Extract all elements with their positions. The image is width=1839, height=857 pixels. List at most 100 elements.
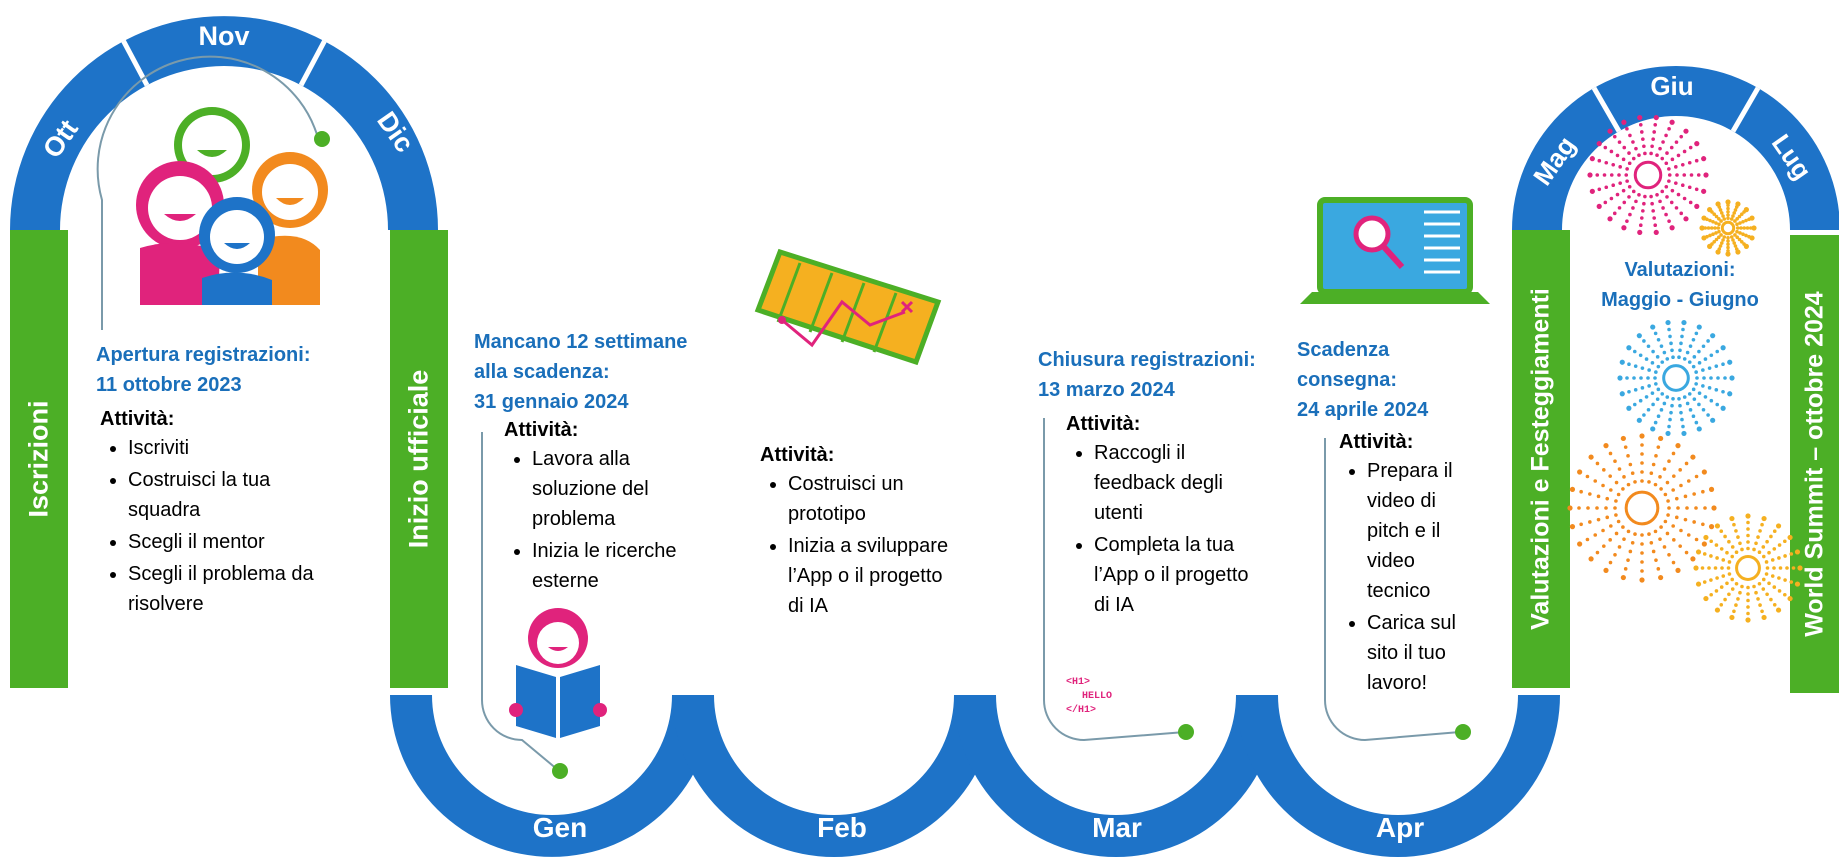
firework-dot (1589, 156, 1595, 162)
firework-dot (1740, 547, 1744, 552)
firework-dot (1671, 355, 1675, 360)
firework-dot (1731, 238, 1735, 242)
firework-dot (1709, 353, 1714, 358)
firework-dot (1647, 384, 1651, 388)
firework-dot (1653, 122, 1658, 127)
firework-dot (1692, 397, 1697, 401)
list-item: Costruisci un prototipo (788, 469, 958, 529)
stage-submission-deadline: Scadenza consegna: 24 aprile 2024 Attivi… (1297, 335, 1497, 700)
firework-dot (1734, 529, 1738, 533)
firework-dot (1695, 376, 1699, 380)
firework-dot (1667, 506, 1671, 510)
firework-dot (1620, 435, 1626, 442)
firework-dot (1642, 339, 1646, 343)
firework-dot (1679, 410, 1683, 415)
firework-dot (1603, 200, 1608, 205)
firework-dot (1678, 544, 1682, 548)
firework-dot (1679, 134, 1684, 139)
firework-dot (1639, 376, 1643, 380)
firework-dot (1687, 185, 1692, 190)
firework-dot (1701, 188, 1707, 194)
firework-dot (1745, 617, 1751, 623)
firework-dot (1772, 547, 1777, 551)
firework-dot (1627, 161, 1632, 166)
firework-dot (1577, 469, 1583, 475)
firework-dot (1658, 146, 1662, 151)
firework-dot (1727, 539, 1731, 544)
firework-dot (1726, 566, 1731, 570)
firework-dot (1687, 360, 1692, 364)
firework-dot (1760, 522, 1764, 527)
firework-dot (1605, 515, 1610, 520)
firework-dot (1691, 387, 1696, 392)
firework-dot (1667, 173, 1672, 177)
firework-dot (1637, 153, 1641, 158)
firework-dot (1685, 350, 1690, 355)
firework-dot (1671, 488, 1675, 492)
firework-dot (1720, 405, 1726, 411)
firework-dot (1764, 572, 1769, 576)
firework-dot (1729, 217, 1734, 221)
firework-dot (1626, 558, 1630, 562)
fireworks-icon (1567, 114, 1803, 623)
month-label-mar: Mar (1092, 812, 1142, 843)
firework-dot (1621, 225, 1627, 231)
firework-dot (1661, 206, 1665, 210)
firework-dot (1772, 603, 1777, 607)
firework-dot (1688, 344, 1693, 348)
firework-dot (1682, 173, 1687, 177)
firework-dot (1626, 482, 1631, 487)
firework-dot (1770, 558, 1775, 562)
firework-dot (1729, 235, 1734, 239)
firework-dot (1721, 214, 1725, 218)
firework-dot (1613, 506, 1617, 510)
firework-dot (1688, 408, 1693, 412)
firework-dot (1608, 451, 1613, 456)
firework-dot (1618, 181, 1622, 185)
code-line-1: <H1> (1066, 677, 1090, 688)
firework-dot (1667, 424, 1671, 429)
firework-dot (1757, 581, 1762, 586)
firework-dot (1730, 587, 1735, 591)
firework-dot (1690, 454, 1696, 460)
firework-dot (1669, 119, 1675, 125)
firework-dot (1708, 524, 1715, 530)
firework-dot (1761, 545, 1766, 549)
firework-dot (1683, 517, 1688, 522)
firework-dot (1775, 607, 1782, 613)
firework-dot (1649, 194, 1653, 199)
firework-dot (1667, 127, 1671, 131)
firework-dot (1745, 513, 1751, 519)
firework-dot (1651, 549, 1656, 554)
connector-lines (96, 55, 1461, 771)
firework-dot (1656, 445, 1661, 449)
firework-dot (1671, 396, 1675, 401)
firework-dot (1726, 239, 1730, 243)
firework-dot (1726, 245, 1730, 250)
firework-dot (1754, 590, 1758, 595)
activities-title: Attività: (100, 408, 175, 430)
list-item: Inizia a sviluppare l’App o il progetto … (788, 531, 958, 621)
firework-dot (1609, 196, 1614, 201)
firework-dot (1694, 141, 1700, 147)
firework-dot (1707, 366, 1712, 370)
firework-dot (1707, 243, 1713, 249)
firework-dot (1567, 505, 1573, 511)
firework-dot (1794, 549, 1801, 555)
firework-dot (1659, 525, 1663, 529)
firework-dot (1667, 459, 1671, 464)
firework-dot (1701, 541, 1707, 547)
firework-dot (1745, 226, 1750, 230)
firework-dot (1658, 574, 1664, 581)
firework-dot (1680, 162, 1685, 167)
firework-dot (1702, 552, 1707, 556)
month-label-apr: Apr (1375, 812, 1425, 843)
firework-dot (1656, 414, 1661, 419)
firework-dot (1714, 214, 1719, 219)
firework-dot (1608, 538, 1612, 542)
firework-dot (1716, 226, 1721, 230)
firework-dot (1613, 459, 1617, 464)
firework-dot (1699, 225, 1705, 231)
firework-dot (1596, 517, 1601, 522)
